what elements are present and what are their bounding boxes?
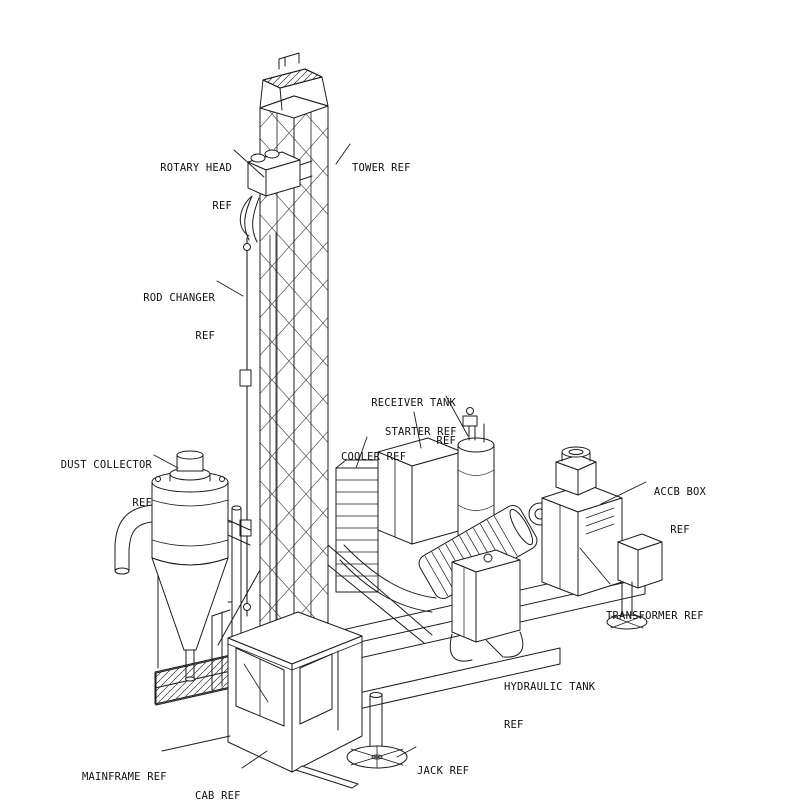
label-jack: JACK REF xyxy=(417,740,487,800)
label-line: DUST COLLECTOR xyxy=(60,459,152,472)
rod-changer xyxy=(239,237,252,617)
step-bar xyxy=(295,765,359,789)
starter-cabinet xyxy=(377,437,463,545)
label-line: REF xyxy=(436,434,456,447)
label-starter: STARTER REF xyxy=(385,401,475,477)
label-line: REF xyxy=(132,496,152,509)
label-line: HYDRAULIC TANK xyxy=(504,681,596,694)
label-line: TRANSFORMER REF xyxy=(606,610,704,623)
label-line: COOLER REF xyxy=(341,451,407,464)
cooler xyxy=(335,459,389,593)
label-line: MAINFRAME REF xyxy=(82,771,167,784)
tower xyxy=(259,52,329,655)
label-rotary-head: ROTARY HEAD REF xyxy=(112,137,232,225)
label-mainframe: MAINFRAME REF xyxy=(82,746,182,800)
label-line: REF xyxy=(504,718,524,731)
accb-box xyxy=(555,446,597,496)
rear-jack xyxy=(606,581,648,630)
label-receiver-tank: RECEIVER TANK REF xyxy=(360,372,456,460)
leader-lines xyxy=(153,143,647,769)
transformer-cabinet xyxy=(541,483,623,597)
dust-collector xyxy=(114,450,251,682)
label-cab: CAB REF xyxy=(195,765,265,800)
aux-unit xyxy=(617,533,663,589)
label-line: REF xyxy=(195,329,215,342)
label-accb-box: ACCB BOX REF xyxy=(648,461,712,549)
label-dust-collector: DUST COLLECTOR REF xyxy=(38,434,152,522)
label-line: ROTARY HEAD xyxy=(160,162,232,175)
label-line: ACCB BOX xyxy=(653,486,707,499)
handrail xyxy=(211,609,231,691)
label-line: REF xyxy=(212,199,232,212)
rotary-head xyxy=(239,149,313,243)
label-transformer: TRANSFORMER REF xyxy=(606,585,716,661)
tower-braces xyxy=(217,544,437,646)
label-line: STARTER REF xyxy=(385,426,457,439)
hydraulic-tank xyxy=(449,549,524,662)
label-hydraulic-tank: HYDRAULIC TANK REF xyxy=(504,656,604,744)
label-line: REF xyxy=(670,523,690,536)
compressor-motor xyxy=(418,505,538,599)
label-line: ROD CHANGER xyxy=(143,292,215,305)
label-line: RECEIVER TANK xyxy=(371,397,456,410)
label-line: TOWER REF xyxy=(352,162,411,175)
label-rod-changer: ROD CHANGER REF xyxy=(103,267,215,355)
label-tower: TOWER REF xyxy=(352,137,442,213)
label-line: JACK REF xyxy=(417,765,470,778)
label-cooler: COOLER REF xyxy=(341,426,431,502)
label-line: CAB REF xyxy=(195,790,241,800)
front-jack xyxy=(346,692,408,769)
cab xyxy=(227,611,363,773)
